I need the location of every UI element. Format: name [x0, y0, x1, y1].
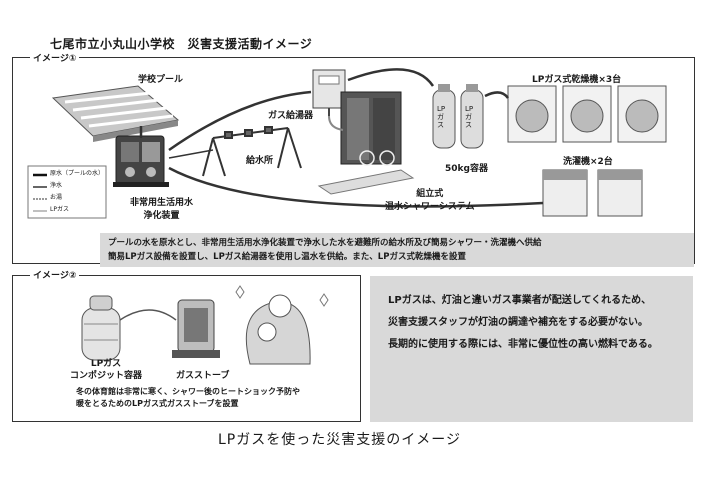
legend: 原水（プールの水） 浄水 お湯 LPガス	[50, 168, 104, 216]
dryers-illustration	[507, 85, 667, 143]
container-label-line2: コンポジット容器	[70, 371, 143, 381]
gas-water-heater-illustration	[312, 69, 346, 116]
legend-lp-gas: LPガス	[50, 206, 69, 213]
shower-label: 組立式 温水シャワーシステム	[385, 188, 475, 214]
shower-booth-illustration	[317, 91, 415, 195]
image2-caption-line1: 冬の体育館は非常に寒く、シャワー後のヒートショック予防や	[76, 387, 300, 396]
page-title: 七尾市立小丸山小学校 災害支援活動イメージ	[50, 37, 313, 51]
family-illustration	[235, 285, 329, 365]
image1-illustration	[27, 68, 667, 219]
stove-label: ガスストーブ	[176, 371, 230, 381]
image1-caption-line2: 簡易LPガス設備を設置し、LPガス給湯器を使用し温水を供給。また、LPガス式乾燥…	[108, 252, 466, 262]
container-label-line1: LPガス	[90, 359, 122, 369]
note-line2: 災害支援スタッフが灯油の調達や補充をする必要がない。	[388, 317, 648, 328]
image2-tag: イメージ②	[30, 268, 80, 281]
image2-caption-line2: 暖をとるためのLPガス式ガスストーブを設置	[76, 399, 239, 408]
pool-illustration	[51, 85, 180, 142]
legend-hot-water: お湯	[50, 194, 63, 201]
legend-clean-water: 浄水	[50, 182, 63, 189]
water-heater-label: ガス給湯器	[268, 111, 314, 121]
legend-raw-water: 原水（プールの水）	[50, 170, 105, 177]
image2-caption: 冬の体育館は非常に寒く、シャワー後のヒートショック予防や 暖をとるためのLPガス…	[76, 386, 316, 410]
purifier-label: 非常用生活用水 浄化装置	[130, 197, 193, 223]
image1-caption-line1: プールの水を原水とし、非常用生活用水浄化装置で浄水した水を避難所の給水所及び簡易…	[108, 238, 542, 248]
water-station-label: 給水所	[246, 156, 274, 166]
lp-cylinders-illustration	[432, 84, 484, 149]
image1-tag: イメージ①	[30, 51, 80, 64]
cylinder-text-2: LPガス	[465, 105, 474, 129]
composite-container-illustration	[81, 295, 121, 361]
dryers-label: LPガス式乾燥機×3台	[532, 75, 622, 85]
purifier-label-line1: 非常用生活用水	[130, 198, 194, 208]
purifier-illustration	[113, 135, 169, 187]
note-line3: 長期的に使用する際には、非常に優位性の高い燃料である。	[388, 339, 658, 350]
gas-stove-illustration	[172, 299, 220, 358]
image1-caption: プールの水を原水とし、非常用生活用水浄化装置で浄水した水を避難所の給水所及び簡易…	[100, 233, 694, 267]
pool-label: 学校プール	[138, 75, 184, 85]
washers-illustration	[542, 169, 643, 217]
water-station-illustration	[202, 126, 302, 177]
lp-gas-advantage-note: LPガスは、灯油と違いガス事業者が配送してくれるため、 災害支援スタッフが灯油の…	[370, 276, 693, 422]
figure-caption: LPガスを使った災害支援のイメージ	[218, 432, 461, 448]
shower-label-line1: 組立式	[416, 189, 444, 199]
washers-label: 洗濯機×2台	[563, 157, 613, 167]
image2-illustration	[81, 285, 329, 365]
container-label: LPガス コンポジット容器	[70, 358, 142, 382]
purifier-label-line2: 浄化装置	[143, 211, 180, 221]
cylinders-label: 50kg容器	[445, 164, 488, 174]
shower-label-line2: 温水シャワーシステム	[385, 202, 475, 212]
cylinder-text-1: LPガス	[437, 105, 446, 129]
note-line1: LPガスは、灯油と違いガス事業者が配送してくれるため、	[388, 295, 652, 306]
